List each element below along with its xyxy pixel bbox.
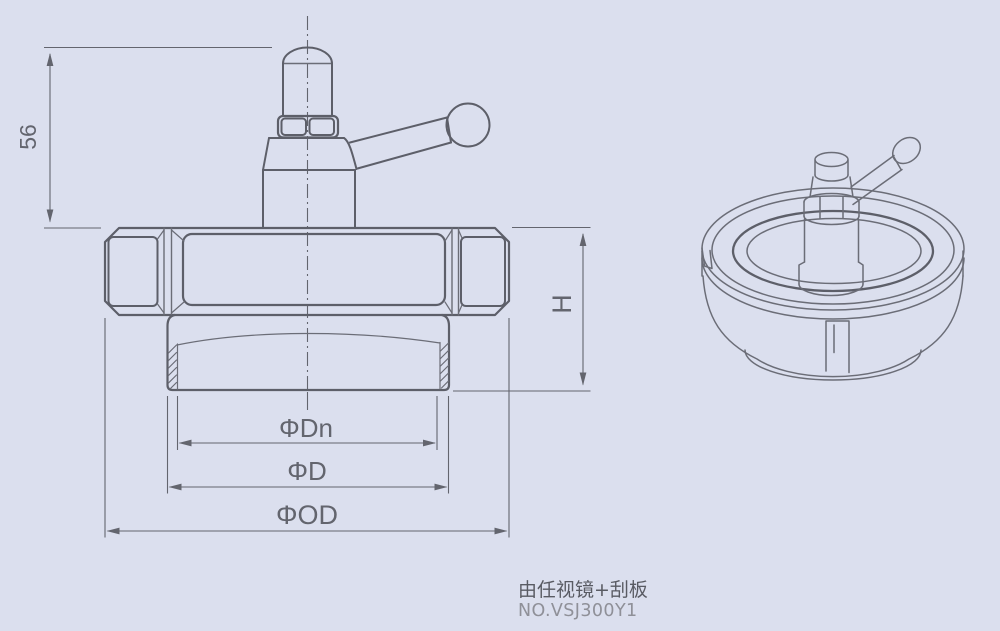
dimension-phi-dn: ΦDn	[176, 396, 438, 450]
dimension-56: 56	[15, 46, 272, 229]
front-handle-ball	[445, 102, 491, 148]
dim-label-phi-dn: ΦDn	[279, 413, 333, 443]
front-view: 56 H ΦDn ΦD	[15, 16, 591, 538]
dim-label-phi-od: ΦOD	[276, 500, 338, 530]
iso-handle	[850, 136, 922, 206]
iso-bonnet	[798, 218, 864, 297]
iso-rim-notch	[701, 247, 713, 270]
front-valve-stem	[282, 46, 333, 117]
dimension-H: H	[453, 226, 591, 392]
iso-flange-rings	[701, 187, 965, 311]
caption-product-name: 由任视镜+刮板	[518, 579, 648, 601]
iso-stem-cap-top	[814, 151, 849, 168]
front-bonnet	[262, 137, 358, 229]
dimension-phi-od: ΦOD	[104, 318, 510, 538]
front-hex-nut	[276, 114, 340, 139]
front-handle	[349, 102, 491, 170]
front-spigot	[166, 313, 451, 410]
dim-label-H: H	[547, 294, 577, 314]
front-flange	[103, 226, 511, 317]
iso-wiper-tab	[825, 320, 850, 374]
front-thread-hatch-left	[167, 344, 178, 390]
dim-label-56: 56	[15, 124, 41, 150]
caption-model-number: NO.VSJ300Y1	[518, 601, 638, 622]
isometric-view	[701, 136, 965, 381]
iso-flange-rim	[701, 247, 965, 320]
front-flange-left-facet	[107, 236, 159, 307]
front-flange-main-facet	[181, 232, 447, 307]
dim-label-phi-d: ΦD	[287, 456, 327, 486]
dimension-phi-d: ΦD	[166, 396, 450, 494]
caption-block: 由任视镜+刮板 NO.VSJ300Y1	[518, 579, 648, 622]
front-flange-right-facet	[460, 236, 506, 307]
iso-skirt	[702, 275, 964, 381]
front-glass-curve	[176, 332, 441, 346]
iso-hex-nut	[803, 192, 860, 226]
front-thread-hatch-right	[439, 342, 450, 389]
iso-handle-ball	[891, 136, 922, 165]
iso-valve	[798, 136, 922, 297]
